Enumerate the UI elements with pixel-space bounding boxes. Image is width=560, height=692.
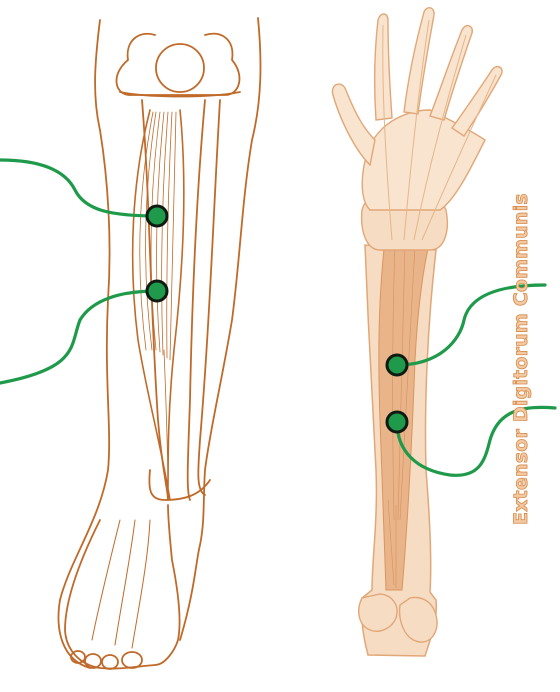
ankle — [149, 470, 210, 500]
fibula — [198, 100, 220, 495]
leg-outline-left — [59, 20, 110, 668]
label-text: Extensor Digitorum Communis — [510, 193, 532, 525]
thumb — [332, 84, 375, 165]
kneecap — [156, 44, 204, 92]
foot — [65, 505, 180, 669]
arm-illustration — [332, 8, 502, 656]
foot-tendons — [92, 520, 150, 648]
electrode — [147, 206, 167, 226]
electrode — [387, 355, 407, 375]
label-svg: Extensor Digitorum Communis — [505, 165, 535, 525]
lead-wire — [0, 291, 157, 383]
toe — [122, 652, 142, 668]
electrode — [387, 412, 407, 432]
muscle-name-label: Extensor Digitorum Communis — [505, 165, 540, 525]
elbow-bone — [359, 594, 397, 631]
leg-illustration — [59, 18, 261, 669]
finger — [430, 26, 472, 120]
tibialis-anterior-muscle — [133, 110, 184, 500]
knee-joint-outline — [116, 34, 239, 95]
toe — [102, 655, 118, 669]
electrode — [147, 281, 167, 301]
